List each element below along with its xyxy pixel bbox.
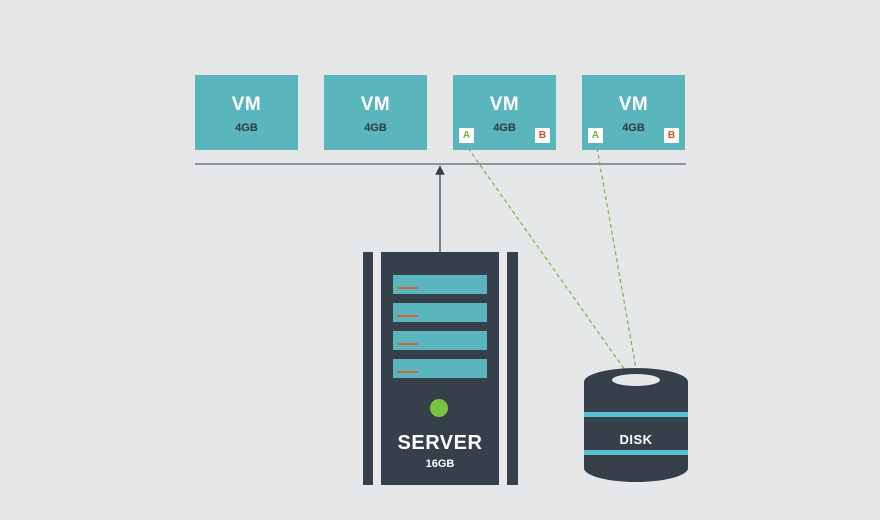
vm-box: VM 4GB — [195, 75, 298, 150]
server-slot — [393, 303, 487, 322]
server-slot — [393, 359, 487, 378]
vm3-disk-link — [467, 147, 634, 382]
disk-tag-b: B — [664, 128, 679, 143]
server-slot — [393, 275, 487, 294]
disk-tag-b: B — [535, 128, 550, 143]
server-slot — [393, 331, 487, 350]
vm4-disk-link — [596, 147, 642, 383]
vm-title: VM — [618, 94, 649, 115]
server-label: SERVER — [397, 432, 483, 454]
vm-memory: 4GB — [493, 122, 516, 134]
vm-memory: 4GB — [364, 122, 387, 134]
vm-box: VM 4GB A B — [453, 75, 556, 150]
vm-title: VM — [489, 94, 520, 115]
vm-memory: 4GB — [235, 122, 258, 134]
vm-title: VM — [231, 94, 262, 115]
server-memory: 16GB — [425, 458, 455, 470]
vm-memory: 4GB — [622, 122, 645, 134]
vm-title: VM — [360, 94, 391, 115]
database-cylinder-icon — [584, 368, 688, 482]
disk-label: DISK — [619, 432, 653, 447]
vm-box: VM 4GB — [324, 75, 427, 150]
vm-box: VM 4GB A B — [582, 75, 685, 150]
disk-tag-a: A — [588, 128, 603, 143]
led-indicator-icon — [430, 399, 448, 417]
disk-tag-a: A — [459, 128, 474, 143]
server-tower — [363, 252, 518, 485]
